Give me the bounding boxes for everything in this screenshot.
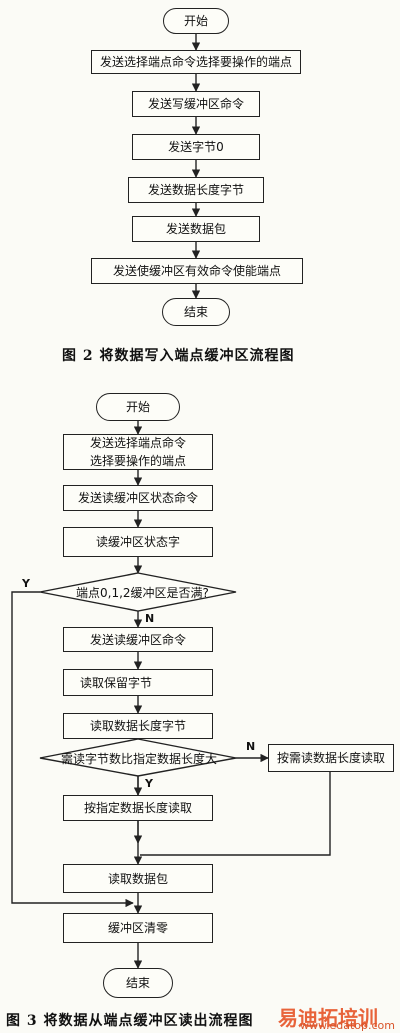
- fig3-select-line1: 发送选择端点命令: [89, 436, 186, 450]
- fig3-read-as-needed-label: 按需读数据长度读取: [276, 751, 385, 765]
- fig2-start-label: 开始: [183, 14, 208, 28]
- fig2-step-write-buffer-cmd: 发送写缓冲区命令: [132, 91, 260, 117]
- fig3-decision-length-label: 需读字节数比指定数据长度大: [61, 752, 218, 766]
- fig3-send-read-cmd-box: 发送读缓冲区命令: [63, 627, 213, 652]
- fig3-start-label: 开始: [125, 400, 150, 414]
- fig3-read-length-box: 读取数据长度字节: [63, 713, 213, 739]
- fig2-step-send-packet: 发送数据包: [132, 216, 260, 242]
- fig3-read-specified-label: 按指定数据长度读取: [83, 801, 192, 815]
- fig2-step-label: 发送数据长度字节: [147, 183, 244, 197]
- fig2-step-label: 发送使缓冲区有效命令使能端点: [112, 264, 281, 278]
- fig2-step-label: 发送写缓冲区命令: [147, 97, 244, 111]
- fig3-select-endpoint-box: 发送选择端点命令 选择要操作的端点: [63, 434, 213, 470]
- fig3-start-terminal: 开始: [96, 393, 180, 421]
- fig3-read-specified-box: 按指定数据长度读取: [63, 795, 213, 821]
- fig2-step-send-byte0: 发送字节0: [132, 134, 260, 160]
- fig3-clear-buffer-label: 缓冲区清零: [107, 921, 168, 935]
- fig3-read-status-byte-label: 读缓冲区状态字: [95, 535, 180, 549]
- fig3-end-terminal: 结束: [103, 968, 173, 998]
- watermark-logo: 易迪拓培训: [278, 1006, 378, 1030]
- fig3-select-line2: 选择要操作的端点: [89, 454, 186, 468]
- fig3-full-yes-label: Y: [22, 577, 30, 590]
- fig2-start-terminal: 开始: [163, 8, 229, 34]
- fig3-end-label: 结束: [125, 976, 150, 990]
- fig3-caption: 图 3 将数据从端点缓冲区读出流程图: [6, 1013, 254, 1029]
- fig3-read-status-byte-box: 读缓冲区状态字: [63, 527, 213, 557]
- fig3-length-no-label: N: [246, 740, 256, 753]
- fig2-step-select-endpoint: 发送选择端点命令选择要操作的端点: [91, 50, 301, 74]
- fig2-step-label: 发送字节0: [168, 140, 224, 154]
- fig3-decision-full-label: 端点0,1,2缓冲区是否满?: [76, 586, 209, 600]
- fig3-read-packet-box: 读取数据包: [63, 864, 213, 893]
- fig3-length-yes-label: Y: [145, 777, 153, 790]
- fig3-read-reserved-label: 读取保留字节: [80, 675, 153, 690]
- watermark-url: www.edatop.com: [300, 1019, 395, 1032]
- fig3-full-no-label: N: [145, 612, 155, 625]
- fig2-step-send-length: 发送数据长度字节: [128, 177, 264, 203]
- fig3-read-as-needed-box: 按需读数据长度读取: [268, 744, 394, 772]
- fig3-read-reserved-box: 读取保留字节: [63, 669, 213, 696]
- fig2-caption: 图 2 将数据写入端点缓冲区流程图: [62, 348, 295, 364]
- fig2-step-label: 发送选择端点命令选择要操作的端点: [99, 55, 292, 69]
- fig3-read-packet-label: 读取数据包: [107, 871, 168, 886]
- fig2-end-terminal: 结束: [162, 298, 230, 326]
- fig2-step-label: 发送数据包: [165, 222, 226, 236]
- fig3-read-length-label: 读取数据长度字节: [89, 719, 186, 733]
- fig2-end-label: 结束: [183, 305, 208, 319]
- fig3-clear-buffer-box: 缓冲区清零: [63, 913, 213, 943]
- fig3-send-read-cmd-label: 发送读缓冲区命令: [89, 632, 186, 647]
- fig3-read-status-cmd-box: 发送读缓冲区状态命令: [63, 485, 213, 511]
- fig2-step-validate-buffer: 发送使缓冲区有效命令使能端点: [91, 258, 303, 284]
- fig3-read-status-cmd-label: 发送读缓冲区状态命令: [77, 491, 198, 505]
